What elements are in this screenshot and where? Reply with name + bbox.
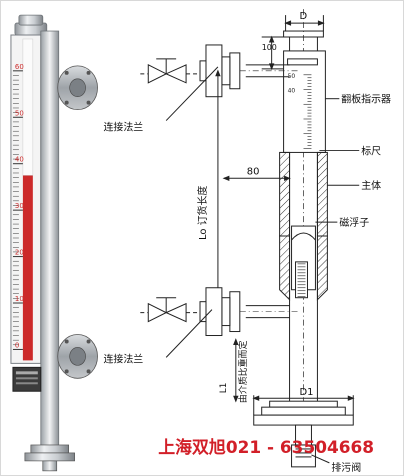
scale-tick-label: 60 — [15, 63, 24, 71]
technical-drawing: 50 40 — [140, 9, 360, 468]
gauge-photo: 60 50 40 30 20 10 0 — [10, 14, 98, 472]
scale-tick-label: 10 — [15, 295, 24, 303]
order-length-label: Lo 订货长度 — [196, 186, 209, 240]
body-label: 主体 — [361, 180, 381, 192]
l1-label: L1 — [219, 383, 229, 394]
ruler-tick-label: 40 — [288, 88, 296, 95]
ruler-ticks: 50 40 — [288, 73, 312, 149]
scale-tick-label: 20 — [15, 249, 24, 257]
scale-tick-label: 40 — [15, 156, 24, 164]
indicator-box — [283, 50, 326, 153]
dim-100-label: 100 — [262, 43, 277, 52]
medium-density-label: 由介质比重而定 — [237, 341, 249, 404]
drain-valve-label: 排污阀 — [331, 461, 361, 474]
scale-tick-label: 30 — [15, 202, 24, 210]
dim-d-label: D — [300, 11, 308, 22]
gauge-main-pipe — [40, 30, 60, 450]
indicator-red-zone — [22, 175, 33, 361]
float-label: 磁浮子 — [339, 216, 369, 229]
flange-lower-label: 连接法兰 — [103, 352, 143, 365]
d1-label: D1 — [300, 387, 314, 398]
ruler-label: 标尺 — [361, 145, 381, 157]
company-name: 上海双旭 — [158, 437, 226, 457]
company-phone: 021 - 63504668 — [226, 437, 374, 457]
ruler-tick-label: 50 — [288, 73, 296, 80]
gauge-scale-ticks: 60 50 40 30 20 10 0 — [12, 63, 24, 350]
scale-tick-label: 0 — [15, 341, 19, 349]
float-scale — [297, 263, 306, 298]
company-watermark: 上海双旭021 - 63504668 — [158, 437, 374, 457]
dim-80-label: 80 — [247, 166, 260, 177]
indicator-label: 翻板指示器 — [341, 93, 391, 106]
flange-upper-label: 连接法兰 — [103, 121, 143, 134]
scale-tick-label: 50 — [15, 109, 24, 117]
